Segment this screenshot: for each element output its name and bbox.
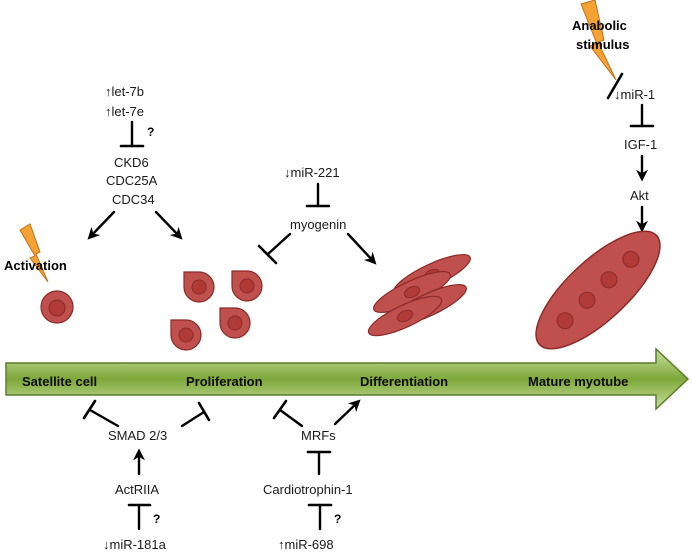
mir-1-label: ↓miR-1 (614, 87, 655, 102)
mir-698-label: ↑miR-698 (278, 537, 334, 552)
cdc34-label: CDC34 (112, 192, 155, 207)
inhibit-bar (82, 399, 97, 420)
myogenin-label: myogenin (290, 217, 346, 232)
inhibit-line (278, 408, 304, 428)
inhibit-bar (257, 244, 278, 265)
proliferating-cell (231, 270, 263, 302)
proliferating-cells (170, 270, 263, 351)
ckd6-label: CKD6 (114, 155, 149, 170)
inhibit-bar (606, 72, 624, 100)
mature-myotube (535, 230, 661, 350)
actriia-label: ActRIIA (115, 482, 159, 497)
lightning-bolt-icon (580, 0, 617, 81)
mir-181a-label: ↓miR-181a (103, 537, 167, 552)
arrow-to-proliferation (154, 210, 183, 240)
inhibit-line (180, 410, 206, 428)
arrow-to-activation (87, 210, 116, 240)
activation-label: Activation (4, 258, 67, 273)
proliferating-cell (170, 319, 202, 351)
stage-mature-myotube: Mature myotube (528, 374, 628, 389)
let-7b-label: ↑let-7b (105, 84, 144, 99)
smad-label: SMAD 2/3 (108, 428, 167, 443)
question-mark: ? (334, 512, 341, 526)
stimulus-label: stimulus (576, 37, 629, 52)
stage-proliferation: Proliferation (186, 374, 263, 389)
mir-221-label: ↓miR-221 (284, 165, 340, 180)
inhibit-bar (197, 401, 211, 422)
proliferating-cell (183, 271, 215, 303)
mrfs-label: MRFs (301, 428, 336, 443)
myocyte (367, 295, 443, 337)
anabolic-label: Anabolic (572, 18, 627, 33)
inhibit-line (88, 408, 120, 428)
cardiotrophin-label: Cardiotrophin-1 (263, 482, 353, 497)
inhibit-line (266, 232, 292, 256)
arrow-to-differentiation (333, 399, 361, 426)
lightning-bolt-icon (19, 223, 49, 283)
arrow-to-differentiation (346, 232, 377, 265)
inhibit-bar (272, 399, 288, 420)
let-7e-label: ↑let-7e (105, 104, 144, 119)
akt-label: Akt (630, 188, 649, 203)
stage-differentiation: Differentiation (360, 374, 448, 389)
satellite-cell-nucleus (48, 299, 66, 317)
question-mark: ? (147, 125, 154, 139)
cdc25a-label: CDC25A (106, 173, 158, 188)
stage-satellite-cell: Satellite cell (22, 374, 97, 389)
question-mark: ? (153, 512, 160, 526)
timeline-arrow (5, 347, 690, 411)
igf-1-label: IGF-1 (624, 137, 657, 152)
differentiating-cells (367, 254, 471, 337)
proliferating-cell (219, 307, 251, 339)
